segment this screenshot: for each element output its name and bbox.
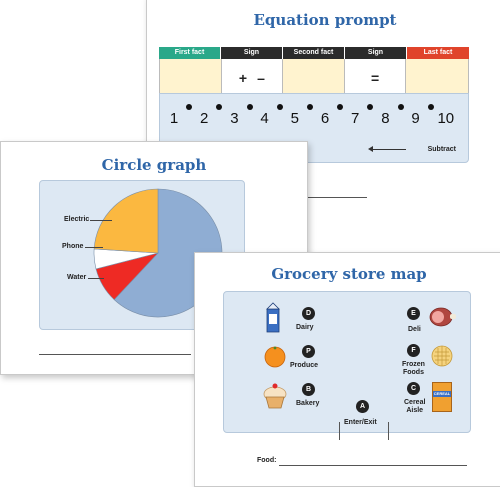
subtract-arrow-icon: [368, 146, 406, 152]
sign-cell-2[interactable]: =: [344, 59, 407, 96]
writing-line: [307, 197, 367, 198]
number-line-number: 7: [351, 110, 360, 127]
number-line-dot[interactable]: [397, 104, 404, 110]
milk-carton-icon: [266, 302, 280, 333]
door-post-left: [339, 422, 340, 440]
number-line-dot[interactable]: [216, 104, 223, 110]
number-line-number: 1: [169, 110, 179, 127]
ham-icon: [429, 307, 456, 327]
number-line-panel: 1 2 3 4 5 6 7 8 9 10 Subtract: [159, 93, 469, 163]
aisle-badge-cereal: C: [407, 382, 420, 395]
pie-label-water: Water: [67, 274, 87, 281]
header-sign-1: Sign: [221, 47, 283, 59]
subtract-label: Subtract: [427, 146, 456, 153]
store-map-panel: D Dairy P Produce B Bakery E Deli F Froz…: [223, 291, 471, 433]
equation-table-body: + – =: [159, 59, 469, 97]
plus-sign: +: [238, 69, 248, 86]
number-line-dot[interactable]: [276, 104, 283, 110]
circle-graph-title: Circle graph: [101, 156, 207, 174]
header-second-fact: Second fact: [283, 47, 345, 59]
header-first-fact: First fact: [159, 47, 221, 59]
pie-label-phone: Phone: [62, 243, 84, 250]
header-sign-2: Sign: [345, 47, 407, 59]
aisle-badge-dairy: D: [302, 307, 315, 320]
aisle-badge-produce: P: [302, 345, 315, 358]
food-writing-line[interactable]: [279, 465, 467, 466]
last-fact-cell[interactable]: [406, 59, 468, 96]
number-line-number: 4: [260, 110, 269, 127]
aisle-badge-deli: E: [407, 307, 420, 320]
second-fact-cell[interactable]: [283, 59, 345, 96]
orange-icon: [264, 346, 286, 368]
grocery-store-map-card: Grocery store map D Dairy P Produce B Ba…: [194, 252, 500, 487]
number-line-number: 10: [437, 110, 455, 127]
writing-line: [39, 354, 191, 355]
cupcake-icon: [263, 383, 287, 409]
cereal-box-icon: CEREAL: [432, 382, 452, 412]
equation-table-header: First fact Sign Second fact Sign Last fa…: [159, 47, 469, 59]
food-label: Food:: [257, 457, 277, 464]
number-line-number: 6: [320, 110, 330, 127]
pie-label-electric: Electric: [64, 216, 90, 223]
entrance-label[interactable]: Enter/Exit: [344, 419, 377, 426]
aisle-label-deli[interactable]: Deli: [408, 326, 421, 333]
aisle-label-bakery[interactable]: Bakery: [296, 400, 320, 407]
aisle-badge-entrance: A: [356, 400, 369, 413]
aisle-badge-bakery: B: [302, 383, 315, 396]
number-line-number: 3: [230, 110, 239, 127]
pie-slice-electric: [93, 188, 159, 254]
pie-leader-water: [88, 278, 104, 279]
aisle-badge-frozen-foods: F: [407, 344, 420, 357]
number-line-number: 9: [411, 110, 420, 127]
number-line-dot[interactable]: [306, 104, 313, 110]
header-last-fact: Last fact: [407, 47, 469, 59]
aisle-label-frozen-foods[interactable]: Frozen Foods: [402, 361, 425, 376]
pie-leader-phone: [85, 247, 103, 248]
grocery-store-map-title: Grocery store map: [271, 265, 427, 283]
equation-table: First fact Sign Second fact Sign Last fa…: [159, 47, 469, 97]
minus-sign: –: [257, 69, 265, 86]
aisle-label-dairy[interactable]: Dairy: [296, 324, 314, 331]
number-line-dot[interactable]: [246, 104, 253, 110]
waffle-icon: [431, 345, 453, 367]
door-post-right: [388, 422, 389, 440]
number-line-dot[interactable]: [337, 104, 344, 110]
number-line-dot[interactable]: [186, 104, 193, 110]
number-line-number: 8: [381, 110, 390, 127]
aisle-label-cereal[interactable]: Cereal Aisle: [404, 399, 426, 414]
first-fact-cell[interactable]: [160, 59, 222, 96]
equals-sign: =: [370, 69, 380, 86]
pie-leader-electric: [90, 220, 112, 221]
number-line-dot[interactable]: [367, 104, 374, 110]
number-line-number: 2: [200, 110, 209, 127]
equation-prompt-title: Equation prompt: [253, 11, 397, 29]
sign-cell-1[interactable]: + –: [221, 59, 284, 96]
number-line-dot[interactable]: [427, 104, 434, 110]
cereal-box-text: CEREAL: [433, 391, 451, 397]
number-line-number: 5: [290, 110, 299, 127]
aisle-label-produce[interactable]: Produce: [290, 362, 319, 369]
